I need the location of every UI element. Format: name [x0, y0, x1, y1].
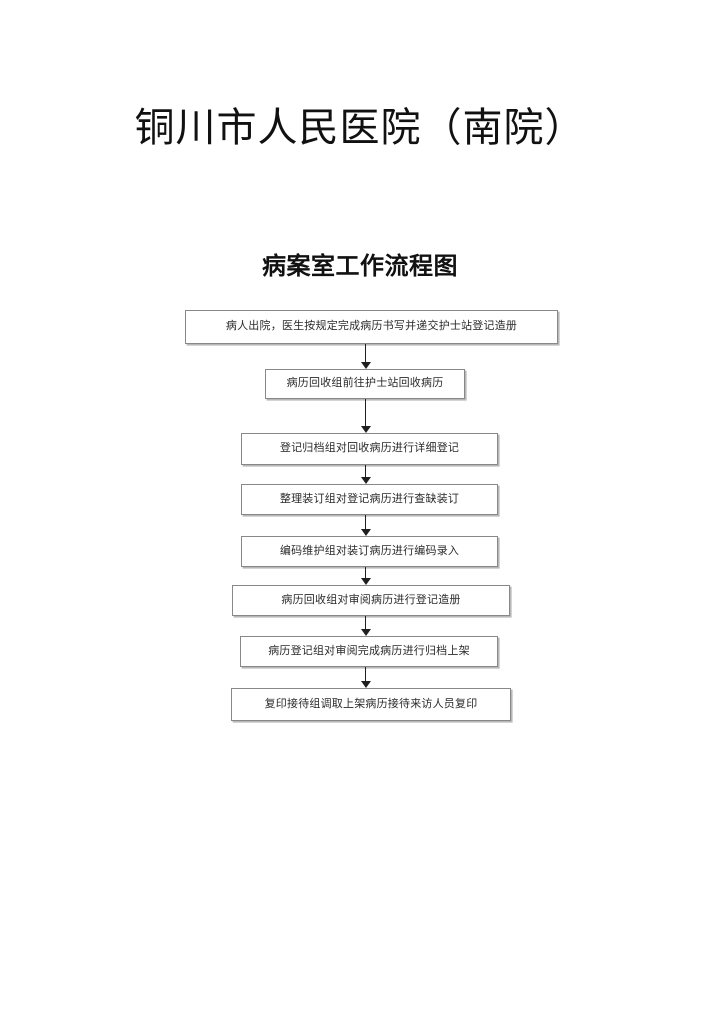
page-title: 铜川市人民医院（南院）: [134, 105, 586, 150]
flow-step-label-5: 编码维护组对装订病历进行编码录入: [279, 544, 460, 557]
flow-step-label-6: 病历回收组对审阅病历进行登记造册: [281, 593, 461, 606]
arrow-down-icon-5: [359, 567, 372, 585]
flow-step-label-1: 病人出院，医生按规定完成病历书写并递交护士站登记造册: [225, 320, 518, 333]
flow-step-label-3: 登记归档组对回收病历进行详细登记: [279, 442, 460, 455]
arrow-down-icon-4: [359, 515, 372, 536]
flow-step-label-4: 整理装订组对登记病历进行查缺装订: [279, 492, 460, 505]
flow-step-box-3: 登记归档组对回收病历进行详细登记: [241, 433, 498, 465]
flow-step-box-7: 病历登记组对审阅完成病历进行归档上架: [240, 636, 498, 667]
arrow-down-icon-7: [359, 667, 372, 688]
flow-step-box-6: 病历回收组对审阅病历进行登记造册: [232, 585, 510, 616]
arrow-down-icon-6: [359, 616, 372, 636]
arrow-down-icon-1: [359, 344, 372, 369]
flow-step-box-2: 病历回收组前往护士站回收病历: [265, 369, 465, 399]
flow-step-label-8: 复印接待组调取上架病历接待来访人员复印: [264, 697, 478, 710]
flow-step-box-8: 复印接待组调取上架病历接待来访人员复印: [231, 688, 511, 721]
flow-step-box-1: 病人出院，医生按规定完成病历书写并递交护士站登记造册: [185, 310, 558, 344]
flow-step-label-7: 病历登记组对审阅完成病历进行归档上架: [268, 644, 470, 657]
arrow-down-icon-2: [359, 399, 372, 433]
page-subtitle: 病案室工作流程图: [262, 254, 458, 280]
flow-step-box-4: 整理装订组对登记病历进行查缺装订: [241, 484, 498, 515]
flow-step-box-5: 编码维护组对装订病历进行编码录入: [241, 536, 498, 567]
flow-step-label-2: 病历回收组前往护士站回收病历: [286, 377, 444, 390]
arrow-down-icon-3: [359, 465, 372, 484]
